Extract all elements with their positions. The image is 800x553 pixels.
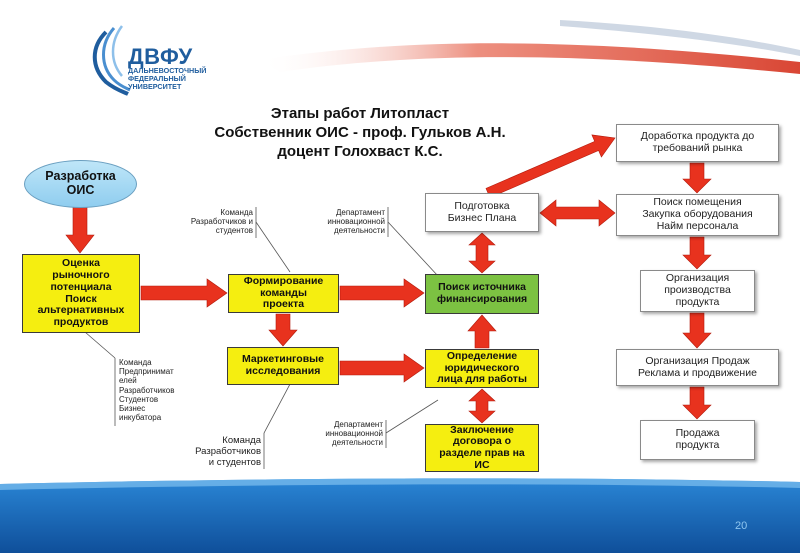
arrow-podgotovka-poisk-pomesheniya — [539, 199, 616, 227]
node-opredelenie-yurlica: Определение юридического лица для работы — [425, 349, 539, 388]
arrow-formirovanie-to-poisk-istochnika — [339, 278, 425, 308]
note-departament-top: Департамент инновационной деятельности — [327, 208, 385, 236]
arrow-dorabotka-to-poisk-pomesheniya — [682, 162, 712, 194]
node-podgotovka-biznes-plana: Подготовка Бизнес Плана — [425, 193, 539, 232]
arrow-marketing-to-opredelenie — [339, 353, 425, 383]
node-marketingovye-issledovaniya: Маркетинговые исследования — [227, 347, 339, 385]
node-formirovanie-komandy: Формирование команды проекта — [228, 274, 339, 313]
arrow-opredelenie-to-poisk-istochnika — [467, 314, 497, 349]
node-poisk-istochnika-finansirovaniya: Поиск источника финансирования — [425, 274, 539, 314]
title-line-3: доцент Голохваст К.С. — [277, 143, 443, 161]
arrow-podgotovka-to-dorabotka — [485, 134, 616, 198]
node-razrabotka-ois: Разработка ОИС — [24, 160, 137, 208]
arrow-organizaciya-to-prodazh — [682, 312, 712, 349]
node-ocenka-potenciala: Оценка рыночного потенциала Поиск альтер… — [22, 254, 140, 333]
note-komanda-razrabotchikov-top: Команда Разработчиков и студентов — [190, 208, 253, 236]
slide-title: Этапы работ Литопласт Собственник ОИС - … — [120, 104, 600, 162]
grey-swoosh — [560, 20, 800, 56]
logo-name: ДВФУ — [128, 44, 193, 69]
note-komanda-razrabotchikov-bottom: Команда Разработчиков и студентов — [195, 435, 261, 468]
dvfu-logo-icon — [92, 25, 131, 96]
node-poisk-pomesheniya: Поиск помещения Закупка оборудования Най… — [616, 194, 779, 236]
arrow-prodazh-to-prodazha — [682, 386, 712, 420]
arrow-podgotovka-poisk-istochnika — [468, 232, 496, 274]
node-organizaciya-proizvodstva: Организация производства продукта — [640, 270, 755, 312]
arrow-poisk-pomesheniya-to-organizaciya — [682, 236, 712, 270]
arrow-opredelenie-zaklyuchenie — [468, 388, 496, 424]
red-swoosh — [260, 43, 800, 74]
title-line-2: Собственник ОИС - проф. Гульков А.Н. — [214, 124, 506, 142]
arrow-razrabotka-to-ocenka — [65, 206, 95, 254]
arrow-ocenka-to-formirovanie — [140, 278, 228, 308]
page-number: 20 — [735, 520, 748, 532]
note-departament-bottom: Департамент инновационной деятельности — [325, 420, 383, 448]
arrow-formirovanie-to-marketing — [268, 313, 298, 347]
node-organizaciya-prodazh: Организация Продаж Реклама и продвижение — [616, 349, 779, 386]
blue-footer — [0, 478, 800, 553]
node-zaklyuchenie-dogovora: Заключение договора о разделе прав на ИС — [425, 424, 539, 472]
footer-highlight — [0, 478, 800, 490]
logo-subtitle: ДАЛЬНЕВОСТОЧНЫЙ ФЕДЕРАЛЬНЫЙ УНИВЕРСИТЕТ — [128, 66, 207, 92]
node-prodazha-produkta: Продажа продукта — [640, 420, 755, 460]
node-dorabotka-produkta: Доработка продукта до требований рынка — [616, 124, 779, 162]
note-komanda-predprinimateley: Команда Предпринимат елей Разработчиков … — [119, 358, 175, 423]
title-line-1: Этапы работ Литопласт — [270, 105, 450, 122]
